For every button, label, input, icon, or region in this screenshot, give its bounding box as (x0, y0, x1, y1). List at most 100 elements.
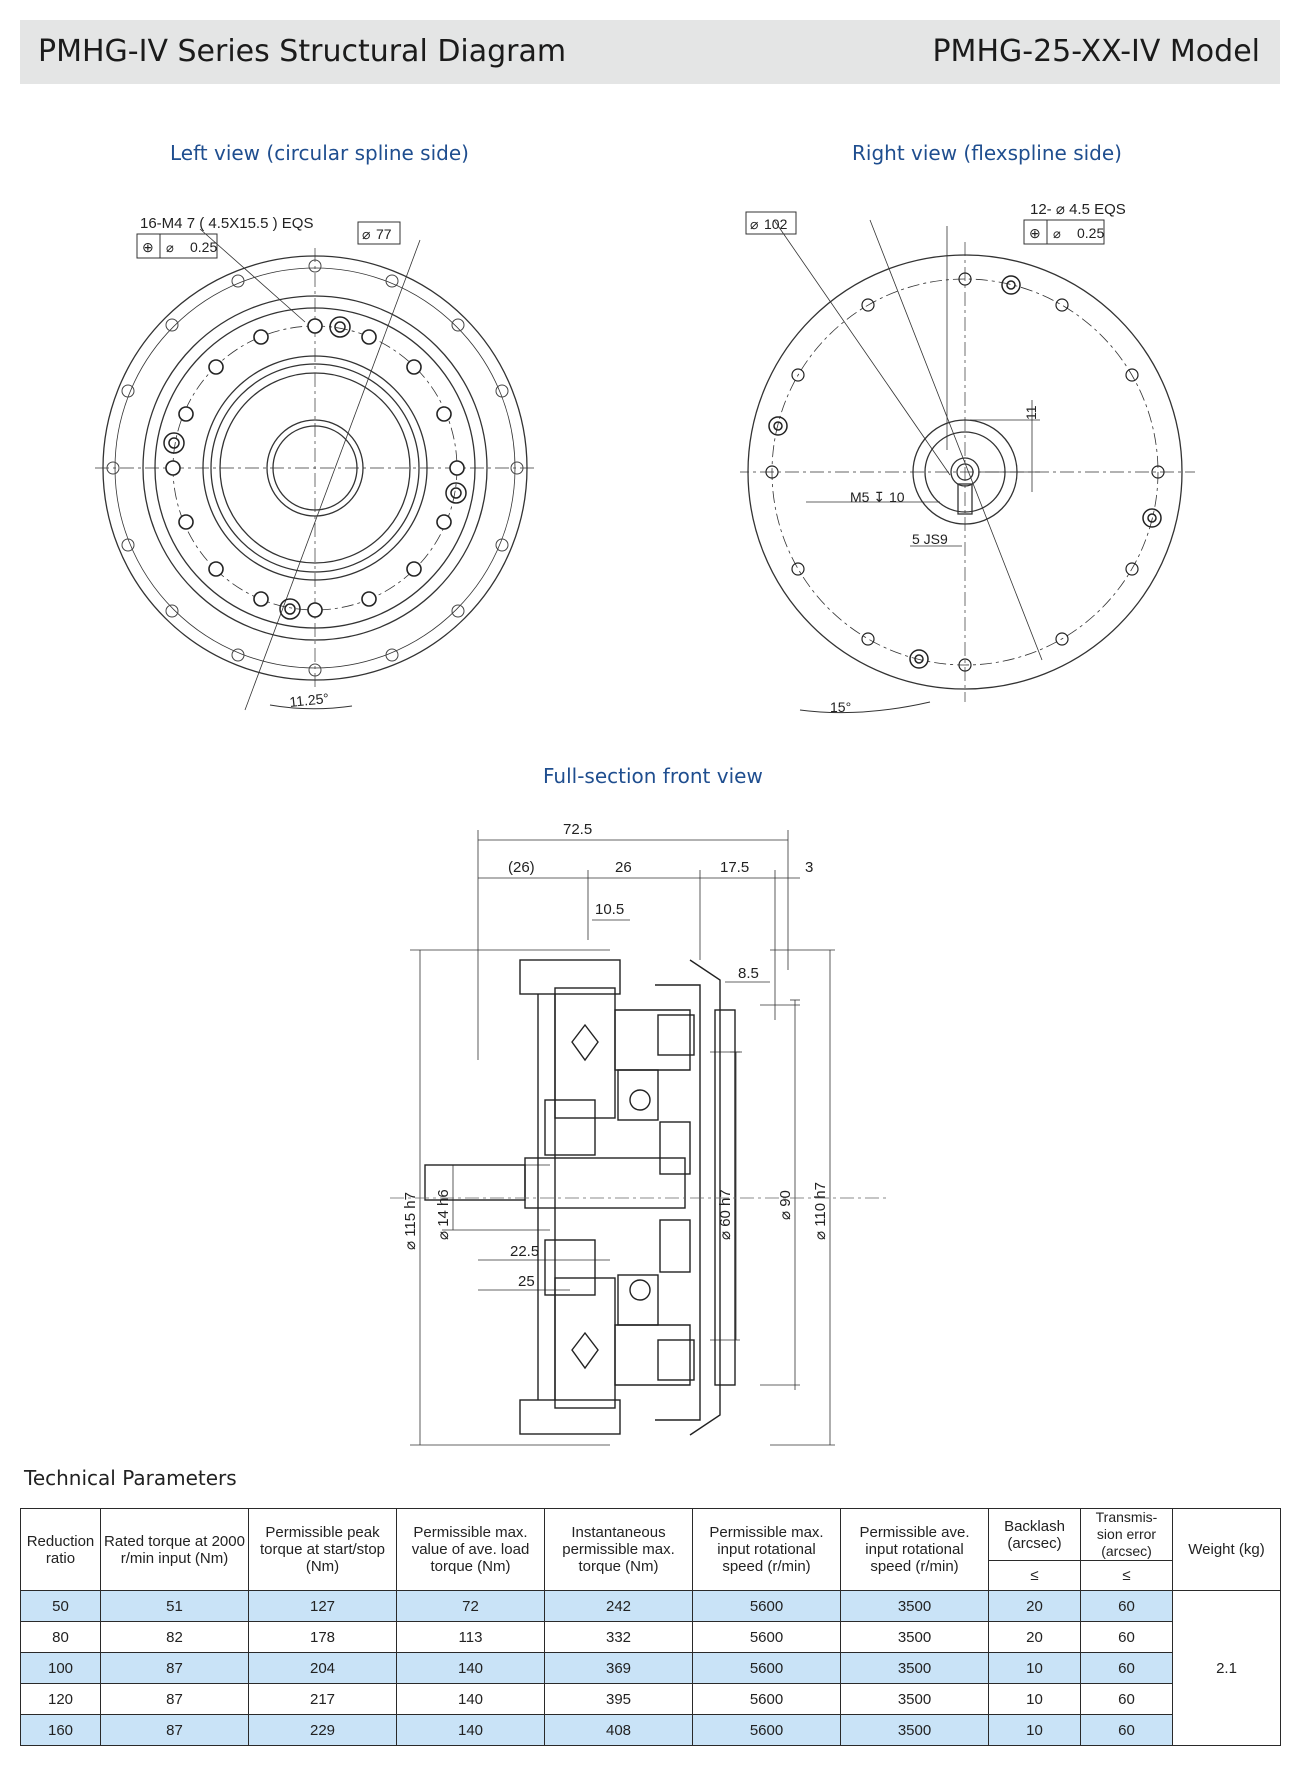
right-dia-102: 102 (764, 216, 788, 232)
table-cell: 3500 (840, 1683, 989, 1715)
table-cell: 217 (248, 1683, 397, 1715)
right-holes-dia: 4.5 EQS (1069, 201, 1126, 218)
left-holes-count: 16-M4 (140, 215, 183, 232)
table-cell: 80 (20, 1621, 101, 1653)
dim-22-5: 22.5 (510, 1243, 539, 1260)
table-row: 80 82 178 113 332 5600 3500 20 60 (20, 1621, 1281, 1653)
weight-cell: 2.1 (1172, 1590, 1281, 1746)
diameter-icon: ⌀ (1056, 201, 1065, 218)
dim-dia-90: ⌀ 90 (777, 1190, 794, 1220)
table-cell: 51 (100, 1590, 249, 1622)
right-angle: 15° (830, 699, 851, 715)
right-view-title: Right view (flexspline side) (852, 141, 1122, 165)
table-cell: 160 (20, 1714, 101, 1746)
depth-icon: ↧ (873, 489, 885, 505)
right-m5-label: M5 ↧ 10 (850, 489, 905, 505)
right-view-drawing: ⌀ 102 12- ⌀ 4.5 EQS ⊕ ⌀ 0.25 11 M5 ↧ 10 … (740, 201, 1195, 715)
col-peak: Permissible peak torque at start/stop (N… (248, 1508, 397, 1591)
table-cell: 140 (396, 1714, 545, 1746)
table-cell: 20 (988, 1621, 1081, 1653)
front-view-title: Full-section front view (543, 764, 763, 788)
series-title: PMHG-IV Series Structural Diagram (38, 34, 567, 69)
dim-72-5: 72.5 (563, 821, 592, 838)
right-holes-label: 12- ⌀ 4.5 EQS (1030, 201, 1126, 218)
dim-25: 25 (518, 1273, 535, 1290)
right-m5-depth: 10 (889, 489, 905, 505)
table-cell: 242 (544, 1590, 693, 1622)
table-cell: 140 (396, 1652, 545, 1684)
table-cell: 5600 (692, 1652, 841, 1684)
col-trans: Transmis-sion error (arcsec) (1080, 1508, 1173, 1561)
table-cell: 178 (248, 1621, 397, 1653)
table-cell: 100 (20, 1652, 101, 1684)
dim-3: 3 (805, 859, 813, 876)
position-icon: ⊕ (142, 239, 154, 255)
left-holes-depth: 7 ( (187, 215, 205, 232)
table-cell: 332 (544, 1621, 693, 1653)
col-weight: Weight (kg) (1172, 1508, 1281, 1591)
col-backlash: Backlash (arcsec) (988, 1508, 1081, 1561)
left-view-drawing: 16-M4 7 ( 4.5X15.5 ) EQS 0.25 ⌀ ⊕ ⌀ 77 1… (95, 215, 535, 711)
left-holes-cb: 4.5X15.5 ) EQS (208, 215, 313, 232)
le-sign: ≤ (1080, 1560, 1173, 1591)
table-cell: 204 (248, 1652, 397, 1684)
table-cell: 5600 (692, 1621, 841, 1653)
table-cell: 60 (1080, 1683, 1173, 1715)
col-ratio: Reduction ratio (20, 1508, 101, 1591)
header-bar: PMHG-IV Series Structural Diagram PMHG-2… (20, 20, 1280, 84)
dim-26a: (26) (508, 859, 535, 876)
left-angle: 11.25° (289, 690, 330, 710)
table-cell: 229 (248, 1714, 397, 1746)
diameter-icon: ⌀ (362, 226, 370, 242)
dim-dia-110: ⌀ 110 h7 (812, 1182, 829, 1240)
table-cell: 87 (100, 1683, 249, 1715)
table-cell: 369 (544, 1652, 693, 1684)
right-holes-count: 12- (1030, 201, 1052, 218)
dim-10-5: 10.5 (595, 901, 624, 918)
right-tolerance: 0.25 (1077, 225, 1104, 241)
table-cell: 127 (248, 1590, 397, 1622)
diameter-icon: ⌀ (750, 216, 758, 232)
table-cell: 10 (988, 1683, 1081, 1715)
table-row: 50 51 127 72 242 5600 3500 20 60 2.1 (20, 1590, 1281, 1746)
right-key: 5 JS9 (912, 531, 948, 547)
table-cell: 3500 (840, 1714, 989, 1746)
dim-26b: 26 (615, 859, 632, 876)
table-cell: 20 (988, 1590, 1081, 1622)
diameter-icon: ⌀ (1053, 226, 1061, 241)
table-cell: 60 (1080, 1621, 1173, 1653)
table-cell: 60 (1080, 1590, 1173, 1622)
col-avgspeed: Permissible ave. input rotational speed … (840, 1508, 989, 1591)
table-cell: 10 (988, 1652, 1081, 1684)
table-cell: 140 (396, 1683, 545, 1715)
dim-dia-115: ⌀ 115 h7 (402, 1192, 419, 1250)
table-cell: 395 (544, 1683, 693, 1715)
front-section-drawing: 72.5 (26) 26 17.5 3 10.5 8.5 ⌀ 115 h7 ⌀ … (390, 821, 890, 1446)
table-cell: 50 (20, 1590, 101, 1622)
table-cell: 87 (100, 1714, 249, 1746)
right-dim-11: 11 (1023, 405, 1039, 420)
dim-dia-14: ⌀ 14 h6 (435, 1189, 452, 1240)
dim-8-5: 8.5 (738, 965, 759, 982)
diameter-icon: ⌀ (166, 240, 174, 255)
right-m5: M5 (850, 489, 870, 505)
left-tolerance: 0.25 (190, 239, 217, 255)
dim-17-5: 17.5 (720, 859, 749, 876)
dim-dia-60: ⌀ 60 h7 (717, 1189, 734, 1240)
table-cell: 5600 (692, 1590, 841, 1622)
table-row: 160 87 229 140 408 5600 3500 10 60 (20, 1714, 1281, 1746)
table-cell: 60 (1080, 1652, 1173, 1684)
table-cell: 3500 (840, 1590, 989, 1622)
tech-params-table: Reduction ratio Rated torque at 2000 r/m… (20, 1508, 1281, 1746)
table-cell: 87 (100, 1652, 249, 1684)
position-icon: ⊕ (1029, 225, 1041, 241)
table-cell: 3500 (840, 1652, 989, 1684)
col-rated: Rated torque at 2000 r/min input (Nm) (100, 1508, 249, 1591)
table-cell: 113 (396, 1621, 545, 1653)
table-cell: 82 (100, 1621, 249, 1653)
left-holes-label: 16-M4 7 ( 4.5X15.5 ) EQS (140, 215, 313, 232)
left-dia-77: 77 (376, 226, 392, 242)
model-title: PMHG-25-XX-IV Model (932, 34, 1260, 69)
table-row: 100 87 204 140 369 5600 3500 10 60 (20, 1652, 1281, 1684)
table-cell: 5600 (692, 1683, 841, 1715)
